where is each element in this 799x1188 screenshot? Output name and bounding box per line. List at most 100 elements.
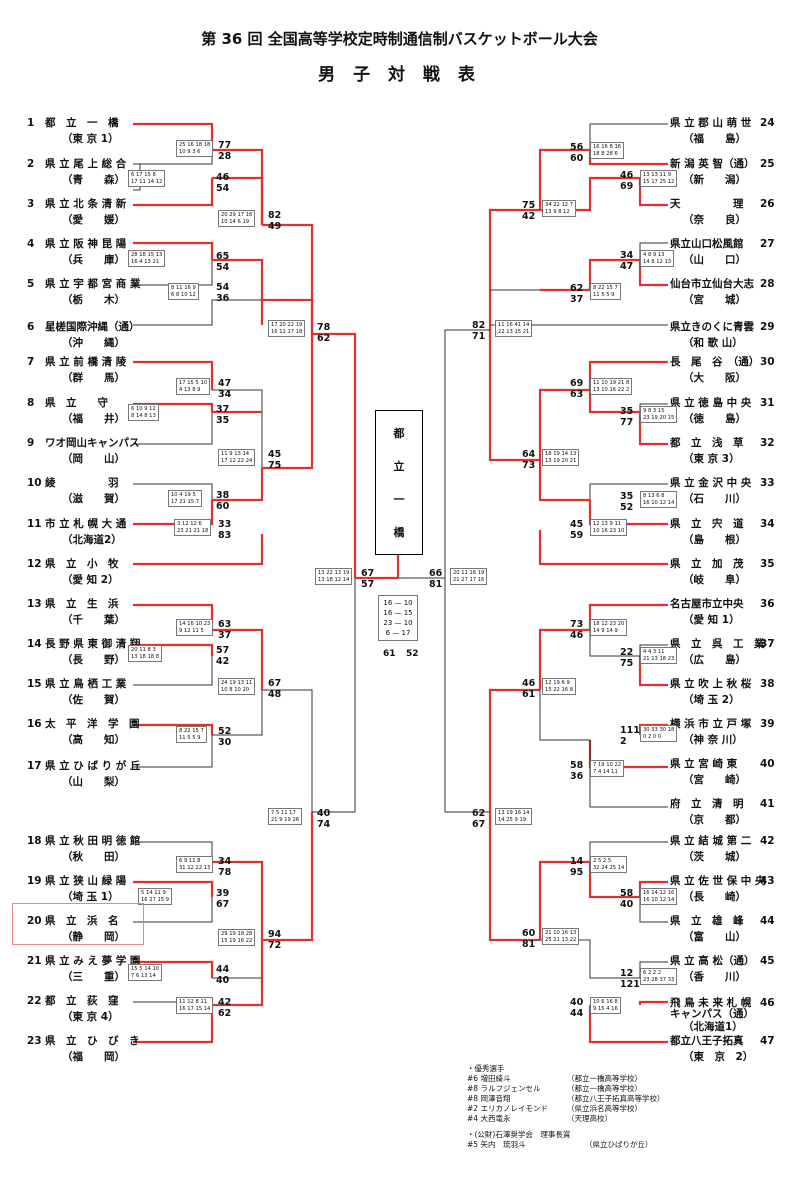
team-name: 県 立 雄 峰: [670, 915, 744, 927]
quarter-score-row: 13 19 20 21: [545, 457, 577, 464]
score: 44: [570, 1008, 584, 1019]
bracket-line: [538, 460, 590, 502]
team-number: 45: [760, 955, 775, 967]
bracket-line: [212, 690, 263, 736]
bracket-line: [212, 468, 264, 502]
bracket-line: [488, 208, 540, 330]
quarter-score-row: 21 10 16 13: [545, 930, 577, 936]
score: 48: [268, 689, 282, 700]
team-name: 長 尾 谷 （通）: [670, 356, 760, 368]
score: 65: [216, 251, 230, 262]
quarter-score-row: 34 22 12 7: [545, 202, 574, 208]
bracket-line: [588, 1005, 668, 1044]
team-region: （青 森）: [62, 174, 125, 186]
score: 71: [472, 331, 486, 342]
final-quarter-2: 16 — 15: [383, 609, 413, 617]
award-row: #4 大西竜永（天理高校）: [467, 1114, 665, 1124]
bracket-line: [133, 260, 213, 286]
team-number: 10: [27, 477, 42, 489]
bracket-line: [133, 299, 262, 326]
team-name: 長 野 県 東 御 清 翔: [45, 638, 141, 650]
quarter-score-row: 8 14 8 13: [131, 412, 156, 419]
quarter-score-row: 13 9 8 12: [545, 208, 570, 215]
team-name: 県 立 郡 山 萌 世: [670, 117, 752, 129]
score: 34: [218, 389, 232, 400]
score: 37: [216, 404, 230, 415]
quarter-score-row: 11 5 5 9: [179, 734, 201, 741]
team-region: （山 梨）: [62, 776, 125, 788]
team-name: キャンパス（通）: [670, 1008, 754, 1020]
quarter-score-row: 6 10 9 12: [131, 406, 156, 412]
team-region: （東 京 3）: [683, 453, 740, 465]
team-number: 20: [27, 915, 42, 927]
score: 63: [218, 619, 232, 630]
champion-char: 都: [393, 427, 405, 441]
score: 94: [268, 929, 282, 940]
bracket-line: [133, 880, 214, 897]
team-region: （沖 縄）: [62, 337, 125, 349]
team-region: （東 京 1）: [62, 133, 119, 145]
bracket-line: [133, 412, 213, 445]
bracket-line: [488, 812, 540, 942]
award-player: #2 エリカノレイモンド: [467, 1104, 548, 1113]
score: 42: [218, 997, 232, 1008]
team-name: 県立きのくに青雲: [670, 321, 754, 333]
score: 62: [472, 808, 486, 819]
team-region: （東 京 4）: [62, 1011, 119, 1023]
quarter-score-row: 8 22 15 7: [593, 285, 618, 291]
bracket-line: [133, 723, 214, 735]
score: 37: [218, 630, 232, 641]
score: 59: [570, 530, 584, 541]
quarter-score-row: 5 14 11 9: [141, 890, 166, 896]
score: 34: [218, 856, 232, 867]
bracket-line: [589, 483, 668, 500]
score: 45: [268, 449, 282, 460]
score: 61: [522, 689, 536, 700]
team-region: （長 崎）: [683, 891, 746, 903]
score: 121: [620, 979, 640, 990]
award-player: #4 大西竜永: [467, 1114, 511, 1123]
quarter-score-row: 9 8 3 15: [643, 408, 665, 414]
score: 62: [317, 333, 331, 344]
bracket-line: [589, 630, 640, 657]
team-name: 県 立 呉 工 業: [670, 638, 765, 650]
score: 35: [620, 491, 634, 502]
team-name: 県 立 秋 田 明 徳 館: [45, 835, 141, 847]
team-region: （愛 知 2）: [62, 574, 119, 586]
awards-section: ・優秀選手 #6 増田綺斗（都立一橋高等学校）#8 ラルフジェンセル（都立一橋高…: [467, 1064, 665, 1150]
quarter-score-row: 14 8 12 13: [643, 258, 672, 265]
bracket-line: [133, 360, 214, 390]
score: 78: [317, 322, 331, 333]
score: 67: [472, 819, 486, 830]
award-school: （都立八王子拓真高等学校）: [567, 1094, 665, 1103]
score: 58: [620, 888, 634, 899]
score: 83: [218, 530, 232, 541]
bracket-line: [133, 178, 214, 207]
bracket-line: [133, 500, 214, 526]
score: 67: [361, 568, 375, 579]
team-name: 県 立 小 牧: [45, 558, 119, 570]
champion-box: 都 立 一 橋: [375, 410, 423, 555]
team-region: （東 京 2）: [683, 1051, 754, 1063]
quarter-score-row: 10 16 23 10: [593, 527, 625, 534]
team-number: 36: [760, 598, 775, 610]
bracket-line: [133, 897, 213, 923]
score: 81: [429, 579, 443, 590]
award-school: （県立浜名高等学校）: [567, 1104, 642, 1113]
score: 62: [570, 283, 584, 294]
bracket-line: [133, 1005, 214, 1044]
score: 63: [570, 389, 584, 400]
quarter-score-row: 21 27 17 16: [453, 576, 485, 583]
